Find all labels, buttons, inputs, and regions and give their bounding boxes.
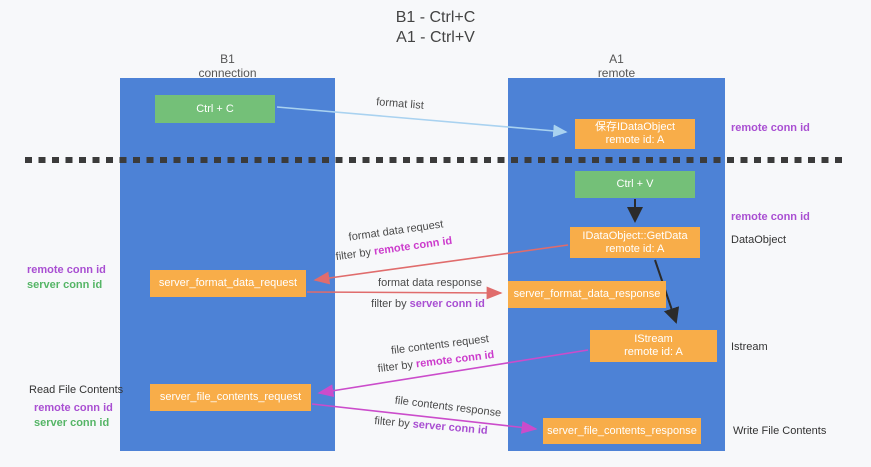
istream-box: IStream remote id: A — [590, 330, 717, 362]
format-data-response-arrow — [306, 286, 503, 300]
filter-by-text: filter by — [373, 415, 414, 431]
right-column-name: A1 — [609, 52, 624, 66]
left-column-name: B1 — [220, 52, 235, 66]
server-conn-id-text: server conn id — [412, 418, 489, 437]
format-list-label: format list — [375, 96, 425, 112]
filter-by-text: filter by — [371, 298, 410, 310]
file-contents-response-filter-label: filter by server conn id — [374, 415, 488, 437]
server-file-contents-request-box: server_file_contents_request — [150, 384, 311, 411]
server-format-data-request-box: server_format_data_request — [150, 270, 306, 297]
istream-line1: IStream — [634, 333, 673, 345]
ctrl-v-box: Ctrl + V — [575, 171, 695, 198]
istream-side-label: Istream — [731, 341, 768, 353]
getdata-box: IDataObject::GetData remote id: A — [570, 227, 700, 258]
left-server-conn-id-bottom: server conn id — [34, 417, 110, 429]
file-contents-response-label: file contents response — [394, 394, 502, 420]
ctrl-c-label: Ctrl + C — [196, 102, 234, 115]
server-format-data-response-label: server_format_data_response — [513, 288, 661, 300]
getdata-line1: IDataObject::GetData — [582, 229, 688, 242]
right-column-header: A1 remote — [508, 52, 725, 80]
server-format-data-response-box: server_format_data_response — [508, 281, 666, 308]
title-line-1: B1 - Ctrl+C — [395, 9, 476, 26]
ctrl-v-label: Ctrl + V — [616, 178, 654, 190]
left-server-conn-id-top: server conn id — [27, 279, 103, 291]
dashed-divider — [25, 157, 847, 163]
getdata-line2: remote id: A — [605, 242, 665, 255]
server-file-contents-response-box: server_file_contents_response — [543, 418, 701, 444]
read-file-contents-label: Read File Contents — [29, 384, 124, 396]
save-dataobject-box: 保存IDataObject remote id: A — [575, 119, 695, 149]
filter-by-text: filter by — [335, 245, 375, 264]
left-remote-conn-id-top: remote conn id — [27, 264, 106, 276]
left-column-header: B1 connection — [120, 52, 335, 80]
ctrl-c-box: Ctrl + C — [155, 95, 275, 123]
server-file-contents-response-label: server_file_contents_response — [547, 424, 697, 437]
server-format-data-request-label: server_format_data_request — [158, 277, 298, 289]
istream-line2: remote id: A — [624, 346, 683, 358]
left-column-role: connection — [198, 66, 257, 80]
save-dataobject-line1: 保存IDataObject — [594, 121, 676, 133]
format-data-response-filter-label: filter by server conn id — [371, 298, 485, 310]
title-line-2: A1 - Ctrl+V — [396, 29, 475, 46]
filter-by-text: filter by — [377, 358, 417, 376]
format-data-response-label: format data response — [378, 277, 482, 289]
dataobject-label: DataObject — [731, 234, 787, 246]
diagram-title: B1 - Ctrl+C A1 - Ctrl+V — [0, 8, 871, 48]
save-dataobject-line2: remote id: A — [605, 134, 665, 146]
server-conn-id-text: server conn id — [409, 298, 485, 310]
right-column-role: remote — [597, 66, 636, 80]
server-file-contents-request-label: server_file_contents_request — [159, 391, 302, 403]
left-remote-conn-id-bottom: remote conn id — [34, 402, 113, 414]
right-remote-conn-id-top: remote conn id — [731, 122, 810, 134]
write-file-contents-label: Write File Contents — [733, 425, 827, 437]
right-remote-conn-id-mid: remote conn id — [731, 211, 810, 223]
